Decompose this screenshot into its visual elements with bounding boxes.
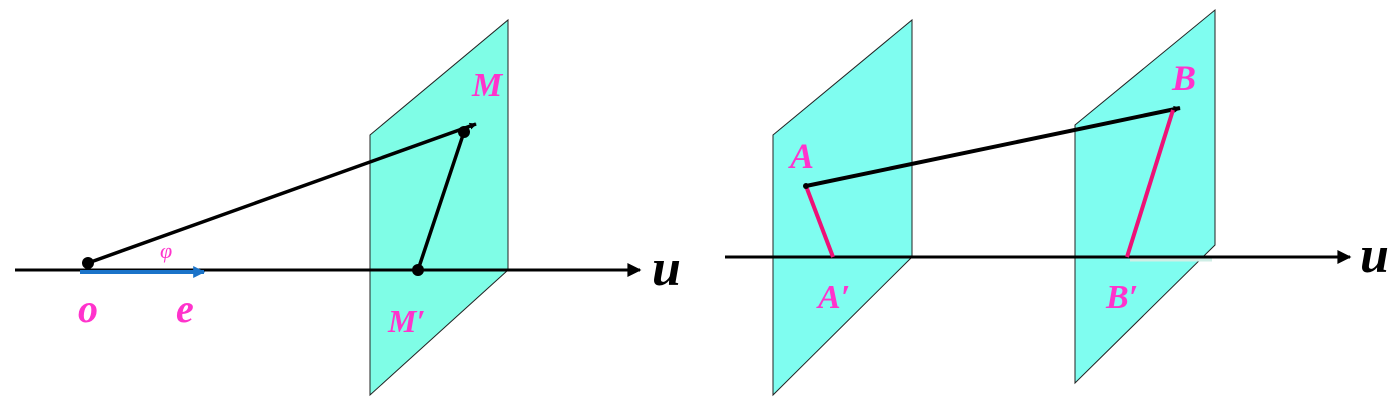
angle-label: φ — [160, 238, 172, 263]
point-b-label: B — [1171, 58, 1196, 98]
segment-m-mprime — [416, 131, 466, 271]
unit-vector-label: e — [176, 286, 194, 331]
projection-b-label: B′ — [1105, 279, 1138, 316]
left-axis-label: u — [652, 240, 681, 297]
vector-om — [87, 122, 477, 265]
point-m-label: M — [471, 67, 504, 104]
right-figure: u A B A′ B′ — [725, 8, 1389, 397]
projection-line-a — [804, 185, 835, 258]
point-a-label: A — [788, 136, 814, 176]
origin-label: o — [78, 286, 98, 331]
projection-m-label: M′ — [387, 303, 425, 339]
projection-a-label: A′ — [816, 279, 850, 316]
right-axis-label: u — [1360, 227, 1389, 284]
origin-point — [82, 257, 94, 269]
plane-a — [772, 18, 913, 397]
point-m-prime — [412, 264, 424, 276]
point-a — [803, 183, 809, 189]
point-m — [458, 126, 470, 138]
left-figure: u o e φ M M′ — [15, 18, 681, 397]
vector-ab — [805, 105, 1181, 188]
projection-line-b — [1125, 109, 1175, 258]
